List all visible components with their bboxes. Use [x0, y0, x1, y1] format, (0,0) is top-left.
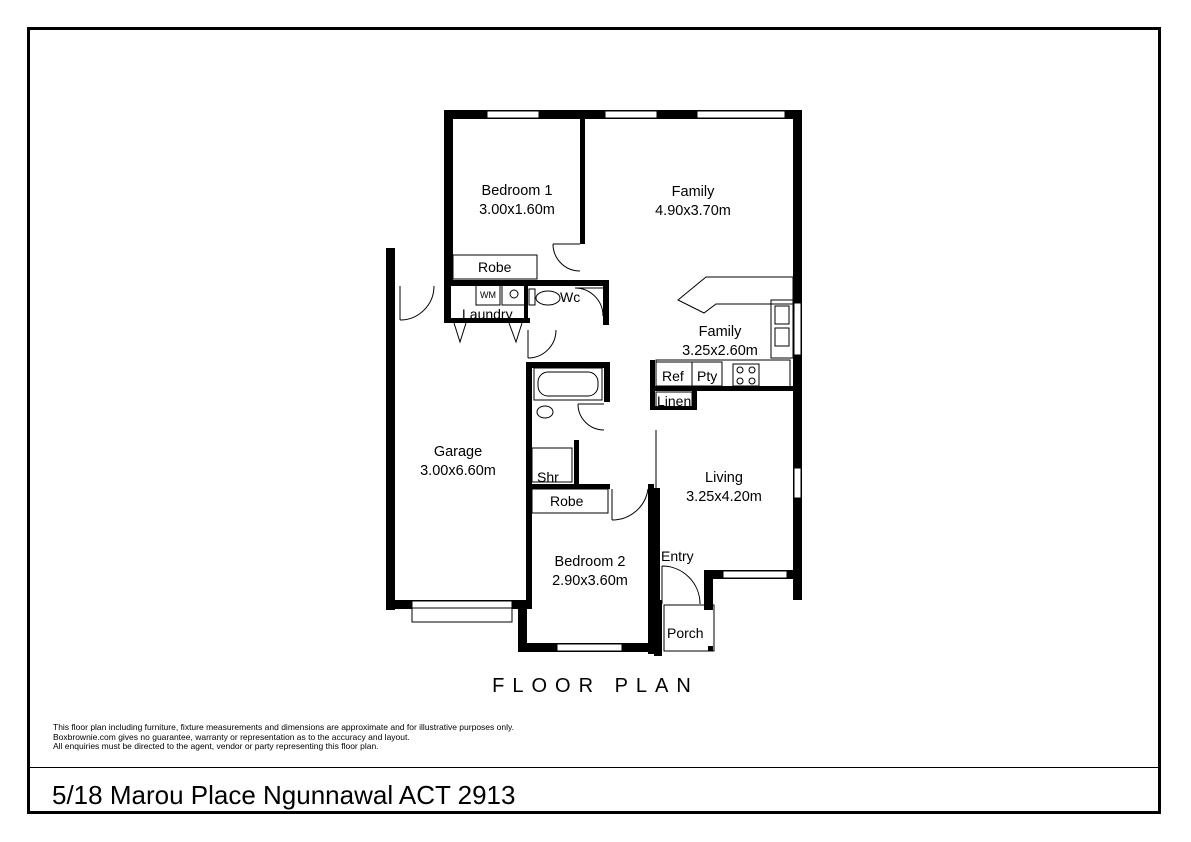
living-size: 3.25x4.20m — [686, 489, 762, 505]
robe-top-label: Robe — [478, 259, 512, 275]
fixtures — [452, 254, 794, 514]
family-kitchen-size: 3.25x2.60m — [682, 343, 758, 359]
disclaimer: This floor plan including furniture, fix… — [53, 722, 514, 752]
bedroom1-size: 3.00x1.60m — [479, 202, 555, 218]
laundry-label: Laundry — [462, 306, 513, 322]
footer-divider — [27, 767, 1161, 768]
wm-label: WM — [480, 290, 496, 300]
shr-label: Shr — [537, 469, 559, 485]
garage-size: 3.00x6.60m — [420, 463, 496, 479]
family-kitchen-name: Family — [698, 324, 742, 340]
disclaimer-line: All enquiries must be directed to the ag… — [53, 741, 379, 751]
ref-label: Ref — [662, 368, 684, 384]
bedroom2-name: Bedroom 2 — [554, 554, 626, 570]
porch-label: Porch — [667, 625, 704, 641]
disclaimer-line: This floor plan including furniture, fix… — [53, 722, 514, 732]
garage-name: Garage — [433, 444, 483, 460]
property-address: 5/18 Marou Place Ngunnawal ACT 2913 — [52, 780, 516, 810]
family-main-name: Family — [671, 184, 715, 200]
family-main-size: 4.90x3.70m — [655, 203, 731, 219]
windows — [411, 110, 802, 652]
doors — [399, 243, 701, 605]
living-name: Living — [705, 470, 743, 486]
robe-bottom-label: Robe — [550, 493, 584, 509]
entry-label: Entry — [661, 548, 694, 564]
pty-label: Pty — [697, 368, 718, 384]
page-frame — [27, 27, 1161, 814]
linen-label: Linen — [657, 393, 692, 409]
bedroom2-size: 2.90x3.60m — [552, 573, 628, 589]
wc-label: Wc — [560, 289, 581, 305]
plan-title: FLOOR PLAN — [492, 675, 699, 697]
bedroom1-name: Bedroom 1 — [481, 183, 553, 199]
disclaimer-line: Boxbrownie.com gives no guarantee, warra… — [53, 731, 410, 742]
